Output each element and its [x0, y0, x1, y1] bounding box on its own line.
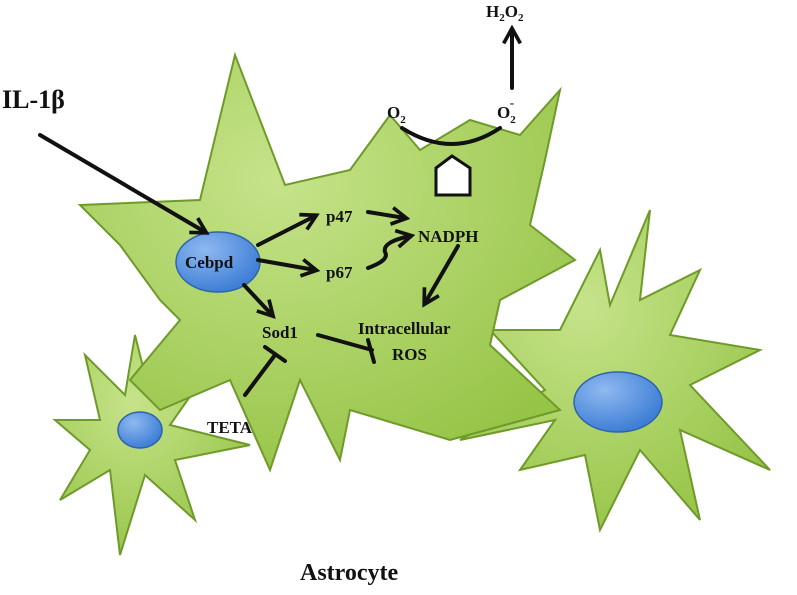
right-nucleus — [573, 371, 663, 433]
oxidase-arc — [400, 126, 502, 146]
inhibit-teta-to-sod1 — [243, 353, 277, 397]
p67-label: p67 — [326, 263, 353, 282]
left-nucleus — [117, 411, 163, 449]
p47-label: p47 — [326, 207, 353, 226]
superoxide-label: O2- — [497, 95, 516, 126]
nadph-label: NADPH — [418, 227, 478, 246]
o2-label: O2 — [387, 103, 406, 126]
right-astrocyte — [459, 209, 771, 534]
arrow-cebpd-to-sod1 — [242, 283, 272, 315]
arrow-il1b-to-cebpd — [38, 133, 205, 232]
il1b-label: IL-1β — [2, 85, 65, 114]
arrow-p47-to-nadph — [366, 212, 405, 218]
cebpd-label: Cebpd — [185, 253, 234, 272]
ros-label-line1: Intracellular — [358, 319, 451, 338]
inhibit-teta-to-sod1-bar — [263, 345, 287, 363]
arrow-nadph-to-ros — [425, 244, 460, 303]
inhibit-sod1-to-ros-bar — [366, 338, 376, 364]
inhibit-sod1-to-ros — [316, 333, 374, 352]
ros-label-line2: ROS — [392, 345, 427, 364]
h2o2-label: H2O2 — [486, 2, 524, 24]
arrow-cebpd-to-p47 — [256, 216, 315, 247]
teta-label: TETA — [207, 418, 253, 437]
arrow-p67-to-nadph — [366, 236, 410, 270]
nadph-oxidase-channel — [434, 154, 472, 197]
arrow-cebpd-to-p67 — [256, 258, 315, 270]
caption-astrocyte: Astrocyte — [300, 560, 399, 586]
sod1-label: Sod1 — [262, 323, 298, 342]
